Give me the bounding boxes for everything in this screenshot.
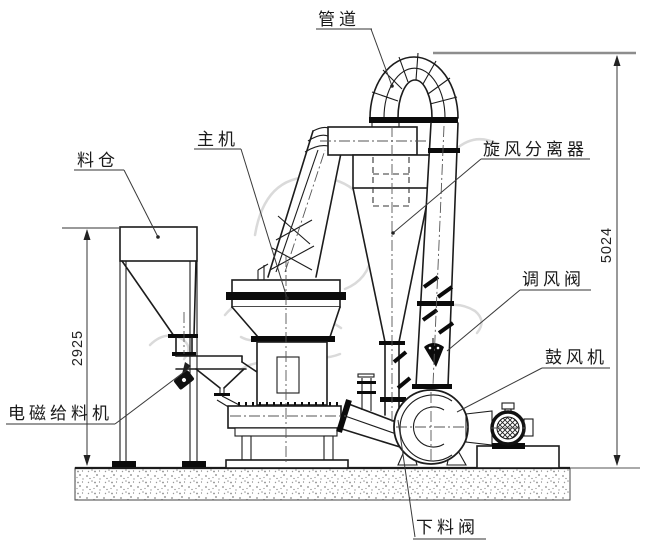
- dimension-right: 5024: [433, 51, 636, 466]
- dimension-left: 2925: [62, 227, 119, 466]
- label-air-valve: 调风阀: [522, 270, 585, 289]
- label-discharge-valve: 下料阀: [416, 518, 479, 537]
- feeder-vibrator: [174, 370, 194, 390]
- label-main-machine: 主机: [197, 130, 239, 149]
- cyclone-outlet-pipe: [379, 341, 412, 416]
- labels: 管道 料仓 主机 旋风分离器 调风阀 鼓风机 电磁给料机 下料阀: [6, 10, 610, 540]
- inclined-duct: [267, 126, 342, 278]
- hopper-foot-right: [182, 461, 206, 467]
- pipe-elbow: [369, 52, 459, 127]
- elbow-flange: [369, 117, 458, 123]
- label-pipe: 管道: [318, 10, 360, 29]
- label-hopper: 料仓: [77, 151, 119, 170]
- hopper-foot-left: [112, 461, 136, 467]
- label-cyclone: 旋风分离器: [483, 140, 588, 159]
- hopper: [112, 226, 206, 467]
- mill-door: [276, 356, 300, 394]
- return-pipe: [412, 122, 460, 389]
- centerlines: [183, 125, 528, 464]
- ground: [74, 466, 640, 501]
- leader-lines: [114, 28, 543, 538]
- blower: [393, 389, 560, 469]
- dimension-left-value: 2925: [70, 330, 86, 366]
- label-blower: 鼓风机: [545, 348, 608, 367]
- motor-terminal-box: [501, 402, 515, 410]
- label-feeder: 电磁给料机: [8, 404, 113, 423]
- dimension-right-value: 5024: [599, 227, 615, 263]
- main-mill: [225, 263, 349, 469]
- cyclone-separator: [352, 154, 431, 343]
